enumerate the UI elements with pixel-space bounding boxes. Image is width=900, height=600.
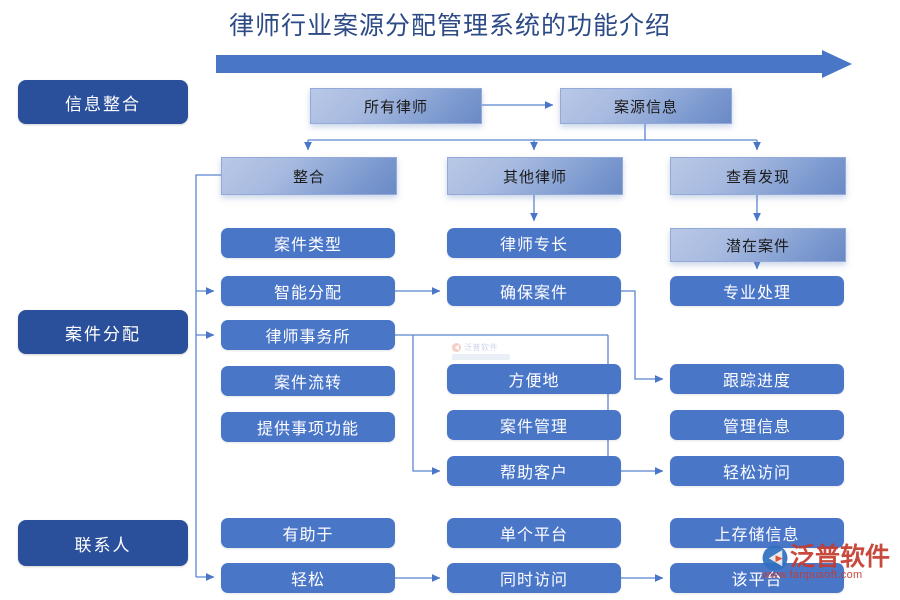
node-other-lawyers[interactable]: 其他律师 <box>447 157 623 195</box>
node-label: 整合 <box>292 169 325 186</box>
category-label: 信息整合 <box>65 94 141 114</box>
watermark-bar <box>452 354 510 360</box>
wire-ensure-to-track <box>621 290 664 383</box>
node-helpful[interactable]: 有助于 <box>221 518 395 548</box>
wire-left-spine <box>195 174 221 577</box>
category-label: 案件分配 <box>65 324 141 344</box>
fanpu-logo-icon <box>452 343 461 352</box>
node-label: 案源信息 <box>613 99 678 116</box>
node-the-platform[interactable]: 该平台 <box>670 563 844 593</box>
node-help-client[interactable]: 帮助客户 <box>447 456 621 486</box>
watermark-center: 泛普软件 <box>452 342 510 360</box>
category-chip-case-allocation[interactable]: 案件分配 <box>18 310 188 354</box>
category-label: 联系人 <box>74 535 132 555</box>
node-case-management[interactable]: 案件管理 <box>447 410 621 440</box>
node-label: 确保案件 <box>499 285 568 302</box>
node-label: 案件流转 <box>273 375 342 392</box>
node-label: 有助于 <box>282 527 334 544</box>
page-title: 律师行业案源分配管理系统的功能介绍 <box>228 13 671 40</box>
node-track-progress[interactable]: 跟踪进度 <box>670 364 844 394</box>
node-label: 管理信息 <box>722 419 791 436</box>
node-label: 智能分配 <box>273 285 342 302</box>
category-chip-info-integration[interactable]: 信息整合 <box>18 80 188 124</box>
node-label: 提供事项功能 <box>256 421 359 438</box>
node-label: 其他律师 <box>502 169 567 186</box>
node-label: 案件类型 <box>273 237 342 254</box>
node-label: 律师专长 <box>499 237 568 254</box>
node-label: 律师事务所 <box>265 329 351 346</box>
node-label: 查看发现 <box>725 169 790 186</box>
node-label: 跟踪进度 <box>722 373 791 390</box>
node-potential-case[interactable]: 潜在案件 <box>670 228 846 262</box>
node-label: 帮助客户 <box>499 465 568 482</box>
node-case-flow[interactable]: 案件流转 <box>221 366 395 396</box>
node-label: 轻松访问 <box>722 465 791 482</box>
node-label: 上存储信息 <box>714 527 800 544</box>
node-view-discover[interactable]: 查看发现 <box>670 157 846 195</box>
node-store-info[interactable]: 上存储信息 <box>670 518 844 548</box>
node-all-lawyers[interactable]: 所有律师 <box>310 88 482 124</box>
node-label: 所有律师 <box>363 99 428 116</box>
node-easy[interactable]: 轻松 <box>221 563 395 593</box>
node-manage-info[interactable]: 管理信息 <box>670 410 844 440</box>
watermark-text: 泛普软件 <box>464 343 498 352</box>
node-label: 专业处理 <box>722 285 791 302</box>
wire-bus-left <box>308 122 646 141</box>
node-pro-handling[interactable]: 专业处理 <box>670 276 844 306</box>
category-chip-contacts[interactable]: 联系人 <box>18 520 188 566</box>
node-ensure-case[interactable]: 确保案件 <box>447 276 621 306</box>
node-integrate[interactable]: 整合 <box>221 157 397 195</box>
node-label: 轻松 <box>290 572 325 589</box>
node-label: 单个平台 <box>499 527 568 544</box>
node-label: 方便地 <box>508 373 560 390</box>
node-label: 案件管理 <box>499 419 568 436</box>
node-easy-access[interactable]: 轻松访问 <box>670 456 844 486</box>
node-label: 潜在案件 <box>725 238 790 255</box>
wire-lawfirm-to-easy-access <box>607 335 664 475</box>
node-lawyer-specialty[interactable]: 律师专长 <box>447 228 621 258</box>
node-case-source-info[interactable]: 案源信息 <box>560 88 732 124</box>
node-single-platform[interactable]: 单个平台 <box>447 518 621 548</box>
node-label: 同时访问 <box>499 572 568 589</box>
node-case-type[interactable]: 案件类型 <box>221 228 395 258</box>
wire-lawfirm-to-help-client <box>412 335 441 475</box>
node-label: 该平台 <box>731 572 783 589</box>
node-provide-item-function[interactable]: 提供事项功能 <box>221 412 395 442</box>
node-smart-allocation[interactable]: 智能分配 <box>221 276 395 306</box>
node-convenient[interactable]: 方便地 <box>447 364 621 394</box>
node-simultaneous-access[interactable]: 同时访问 <box>447 563 621 593</box>
banner-arrow-icon <box>216 50 852 78</box>
node-law-firm[interactable]: 律师事务所 <box>221 320 395 350</box>
